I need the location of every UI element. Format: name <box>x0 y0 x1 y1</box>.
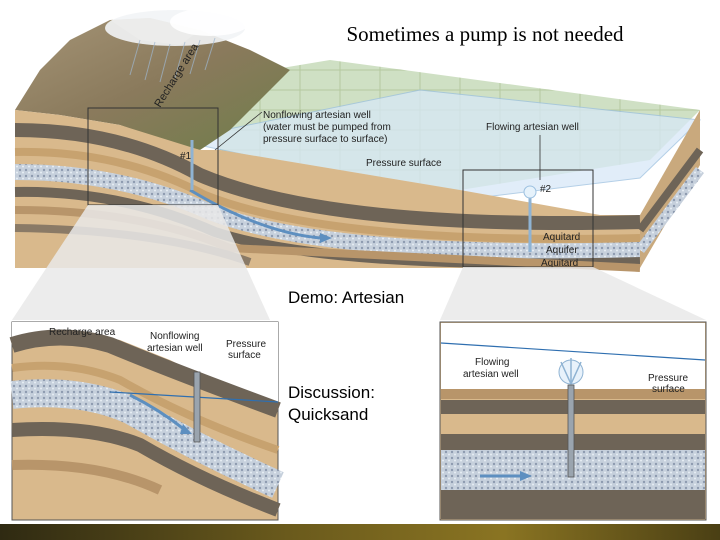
left-recharge-label: Recharge area <box>49 327 116 338</box>
right-flowing-line2: artesian well <box>463 369 519 380</box>
right-pressure-line2: surface <box>652 384 685 395</box>
left-inset: Recharge area Nonflowing artesian well P… <box>9 321 284 521</box>
left-nonflowing-line1: Nonflowing <box>150 331 199 342</box>
left-pressure-line2: surface <box>228 350 261 361</box>
aquifer-layer <box>14 164 641 260</box>
right-inset: Flowing artesian well Pressure surface <box>439 321 707 521</box>
zoom-wedge-right <box>440 267 706 320</box>
main-flowing-label: Flowing artesian well <box>486 122 579 133</box>
left-pressure-line1: Pressure <box>226 339 266 350</box>
aquifer-label: Aquifer <box>546 245 578 256</box>
right-pressure-line1: Pressure <box>648 373 688 384</box>
bottom-bar <box>0 524 720 540</box>
aquitard-bottom-label: Aquitard <box>541 258 578 269</box>
zoom-wedge-left <box>12 205 270 320</box>
right-fountain <box>558 358 584 385</box>
discussion-text-line1: Discussion: <box>288 383 375 402</box>
slide-title: Sometimes a pump is not needed <box>346 22 624 46</box>
marker-2: #2 <box>540 184 552 195</box>
demo-text: Demo: Artesian <box>288 288 405 307</box>
left-well <box>193 371 201 443</box>
right-well <box>567 384 575 478</box>
left-aquifer <box>10 379 284 498</box>
fountain <box>523 185 537 199</box>
main-nonflowing-line3: pressure surface to surface) <box>263 134 388 145</box>
flow-arrow <box>189 188 321 240</box>
discussion-text-line2: Quicksand <box>288 405 369 424</box>
marker-1: #1 <box>180 151 192 162</box>
mountains <box>15 18 290 150</box>
main-pressure-label: Pressure surface <box>366 158 442 169</box>
main-nonflowing-line1: Nonflowing artesian well <box>263 110 371 121</box>
aquitard-top-label: Aquitard <box>543 232 580 243</box>
right-flowing-line1: Flowing <box>475 357 509 368</box>
left-nonflowing-line2: artesian well <box>147 343 203 354</box>
main-nonflowing-line2: (water must be pumped from <box>263 122 391 133</box>
rain <box>129 37 216 83</box>
right-pressure-line <box>440 342 706 361</box>
